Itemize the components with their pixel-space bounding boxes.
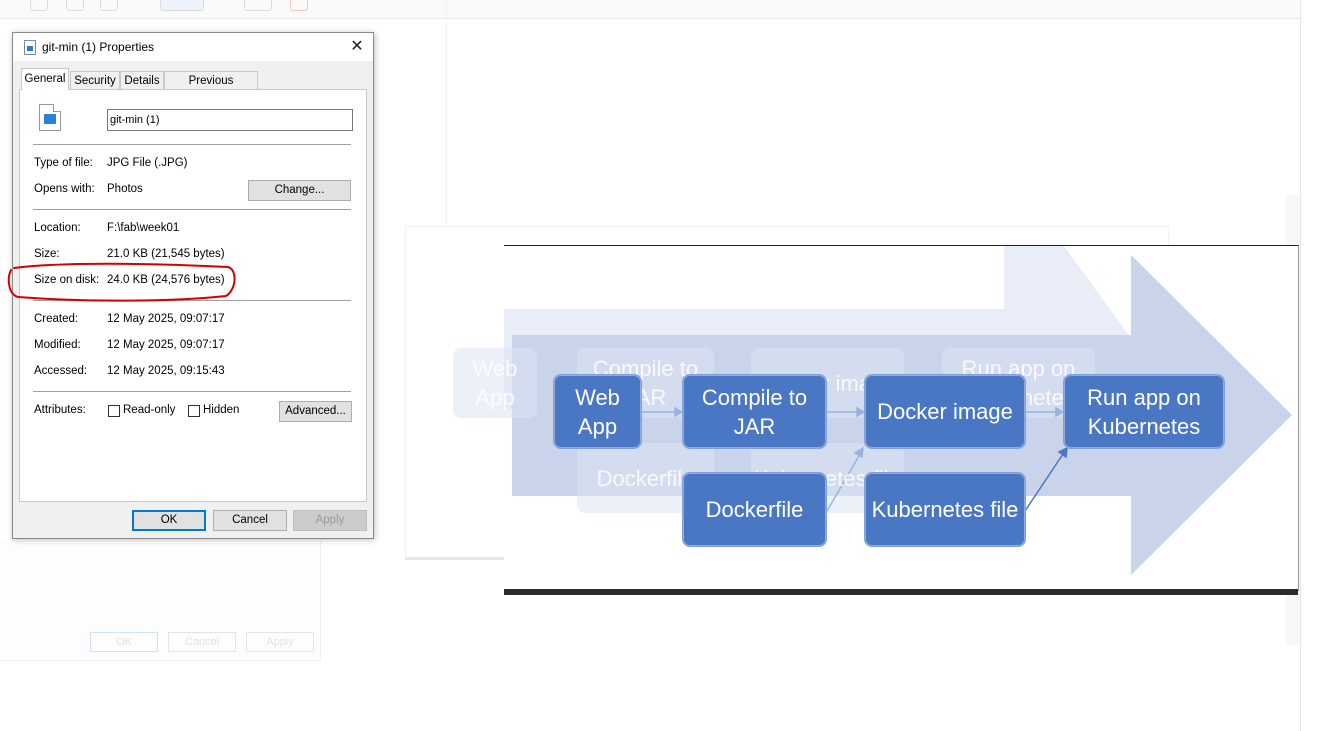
hidden-checkbox[interactable] [188,405,200,417]
attributes-label: Attributes: [34,404,86,416]
readonly-label[interactable]: Read-only [123,404,176,416]
modified-value: 12 May 2025, 09:07:17 [107,339,225,351]
apply-button[interactable]: Apply [293,510,367,531]
ghost-cancel-button: Cancel [168,632,236,652]
toolbar-ghost-tool [160,0,204,11]
advanced-button[interactable]: Advanced... [279,401,352,422]
image-file-icon [39,104,61,131]
dialog-title: git-min (1) Properties [42,40,155,54]
ghost-ok-button: OK [90,632,158,652]
background-divider [446,0,447,224]
toolbar-ghost-icon [244,0,272,11]
created-label: Created: [34,313,79,325]
size-on-disk-value: 24.0 KB (24,576 bytes) [107,274,225,286]
opens-with-label: Opens with: [34,183,95,195]
file-name-input[interactable] [107,109,353,131]
box-web-app: Web App [553,374,642,449]
created-value: 12 May 2025, 09:07:17 [107,313,225,325]
close-icon[interactable]: ✕ [350,38,364,55]
size-value: 21.0 KB (21,545 bytes) [107,248,225,260]
size-on-disk-label: Size on disk: [34,274,100,286]
box-docker-image: Docker image [864,374,1026,449]
toolbar-ghost-icon [30,0,48,11]
divider [33,209,351,210]
location-value: F:\fab\week01 [107,222,180,234]
box-dockerfile: Dockerfile [682,472,827,547]
general-tab-panel: Type of file: JPG File (.JPG) Opens with… [19,89,367,502]
background-window-edge [1300,0,1301,731]
modified-label: Modified: [34,339,81,351]
tab-security[interactable]: Security [70,71,120,89]
size-label: Size: [34,248,60,260]
divider [33,144,351,145]
box-compile-to-jar: Compile to JAR [682,374,827,449]
toolbar-ghost-icon [66,0,84,11]
toolbar-ghost-icon [290,0,308,11]
dialog-titlebar[interactable]: git-min (1) Properties ✕ [13,33,373,61]
accessed-label: Accessed: [34,365,88,377]
type-of-file-label: Type of file: [34,157,93,169]
background-toolbar [0,0,1300,19]
readonly-checkbox[interactable] [108,405,120,417]
viewer-bottom-bar [504,589,1298,595]
divider [33,300,351,301]
cancel-button[interactable]: Cancel [213,510,287,531]
divider [33,391,351,392]
ghost-box-web-app: Web App [453,348,537,418]
type-of-file-value: JPG File (.JPG) [107,157,188,169]
properties-dialog: git-min (1) Properties ✕ General Securit… [12,32,374,539]
box-kubernetes-file: Kubernetes file [864,472,1026,547]
tab-general[interactable]: General [21,68,69,90]
opens-with-value: Photos [107,183,143,195]
ok-button[interactable]: OK [132,510,206,531]
box-run-app-on-kubernetes: Run app on Kubernetes [1063,374,1225,449]
ghost-apply-button: Apply [246,632,314,652]
accessed-value: 12 May 2025, 09:15:43 [107,365,225,377]
image-file-icon [24,40,36,55]
change-button[interactable]: Change... [248,180,351,201]
hidden-label[interactable]: Hidden [203,404,240,416]
ghost-dialog-remnant: OK Cancel Apply [0,540,321,661]
location-label: Location: [34,222,81,234]
tab-previous-versions[interactable]: Previous Versions [164,71,258,105]
toolbar-ghost-icon [100,0,118,11]
tab-details[interactable]: Details [120,71,164,89]
